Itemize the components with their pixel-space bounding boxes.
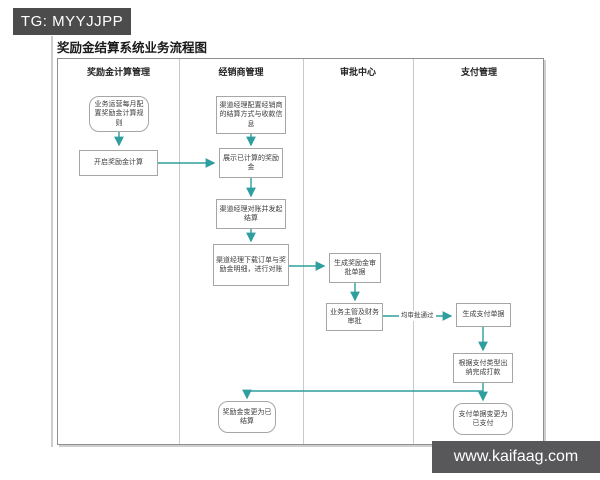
node-payment-paid: 支付单据变更为已支付 [453,403,513,435]
node-bonus-settled: 奖励金变更为已结算 [218,401,276,433]
frame-edge-line [51,36,53,447]
node-configure-dealer: 渠道经理配置经销商的结算方式与收款信息 [216,96,286,134]
lane-header-calc: 奖励金计算管理 [86,66,150,77]
flowchart: 奖励金计算管理 经销商管理 审批中心 支付管理 [57,58,544,445]
node-configure-rules: 业务运营每月配置奖励金计算规则 [89,96,149,132]
page-title: 奖励金结算系统业务流程图 [57,41,208,55]
lane-header-payment: 支付管理 [460,66,497,77]
node-generate-payment-doc: 生成支付单据 [456,303,511,327]
telegram-watermark-badge: TG: MYYJJPP [13,8,131,35]
node-start-calculation: 开启奖励金计算 [79,150,158,176]
node-download-detail: 渠道经理下载订单与奖励金明细，进行对账 [213,244,289,286]
node-cashier-pay: 根据支付类型出纳完成打款 [453,353,513,383]
arrow-cashier-to-settled [242,389,483,400]
node-generate-approval-doc: 生成奖励金审批单据 [329,253,381,283]
lane-divider [303,59,304,444]
lane-header-dealer: 经销商管理 [218,66,264,77]
edge-label-approved: 均审批通过 [399,311,436,321]
node-reconcile-initiate: 渠道经理对账并发起结算 [216,199,286,229]
node-manager-finance-approve: 业务主管及财务审批 [326,303,383,331]
node-show-bonus: 展示已计算的奖励金 [219,148,283,178]
lane-header-approval: 审批中心 [339,66,376,77]
website-watermark: www.kaifaag.com [432,441,600,473]
lane-divider [413,59,414,444]
lane-divider [179,59,180,444]
